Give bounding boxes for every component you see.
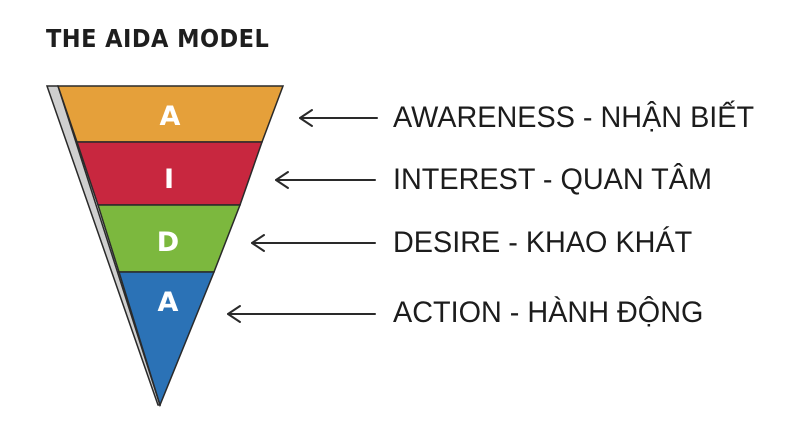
funnel-band-action — [117, 271, 216, 408]
stage-letter-interest: I — [164, 164, 174, 195]
stage-label-interest: INTEREST - QUAN TÂM — [393, 163, 712, 196]
arrow-action — [227, 305, 376, 323]
diagram-title: THE AIDA MODEL — [46, 24, 270, 53]
stage-label-desire: DESIRE - KHAO KHÁT — [393, 226, 693, 259]
arrow-awareness — [299, 109, 378, 127]
stage-letter-awareness: A — [160, 101, 181, 132]
stage-label-action: ACTION - HÀNH ĐỘNG — [393, 296, 704, 329]
stage-letter-action: A — [158, 287, 179, 318]
stage-letter-desire: D — [157, 227, 179, 258]
stage-label-awareness: AWARENESS - NHẬN BIẾT — [393, 101, 755, 134]
arrow-desire — [251, 234, 376, 252]
arrow-interest — [275, 171, 376, 189]
